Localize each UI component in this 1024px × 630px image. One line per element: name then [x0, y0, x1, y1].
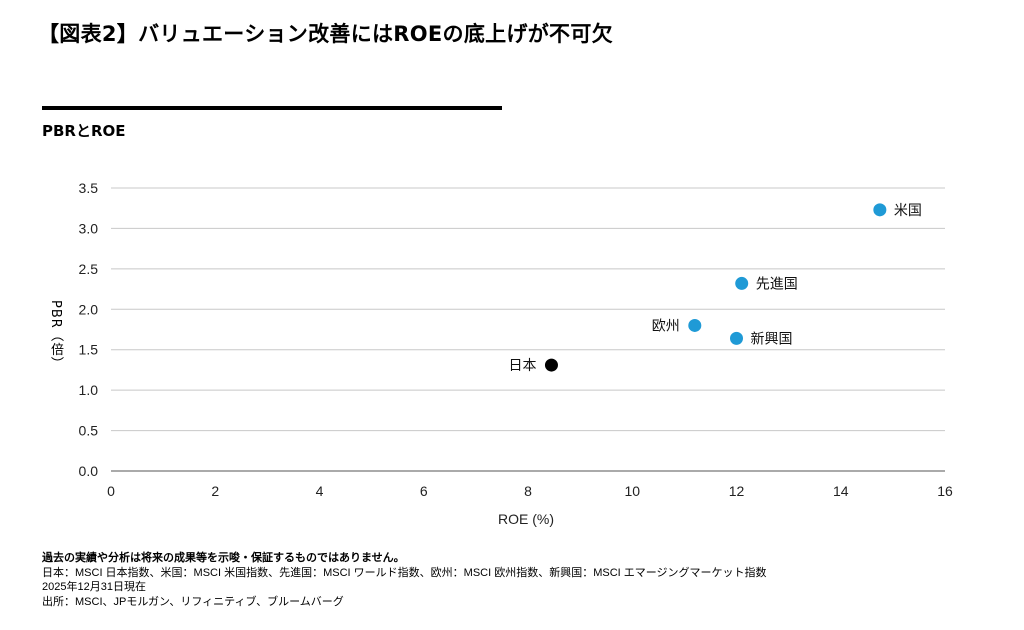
y-axis-label: PBR（倍） [48, 300, 63, 371]
x-tick-label: 10 [624, 483, 640, 499]
x-tick-label: 0 [107, 483, 115, 499]
x-axis-label: ROE (%) [498, 511, 554, 527]
title-divider [42, 106, 502, 110]
data-point-label: 欧州 [652, 318, 680, 334]
data-point [544, 358, 558, 372]
index-note: 日本：MSCI 日本指数、米国：MSCI 米国指数、先進国：MSCI ワールド指… [42, 566, 767, 579]
data-point [873, 203, 887, 217]
source-note: 出所：MSCI、JPモルガン、リフィニティブ、ブルームバーグ [42, 595, 344, 608]
data-point [735, 276, 749, 290]
y-tick-label: 0.0 [79, 463, 99, 479]
data-point [688, 318, 702, 332]
x-tick-label: 8 [524, 483, 532, 499]
y-tick-label: 3.5 [79, 180, 99, 196]
page-title: 【図表2】バリュエーション改善にはROEの底上げが不可欠 [38, 22, 613, 46]
y-tick-label: 2.0 [79, 301, 99, 317]
disclaimer: 過去の実績や分析は将来の成果等を示唆・保証するものではありません。 [42, 552, 405, 564]
y-tick-label: 1.0 [79, 382, 99, 398]
y-tick-label: 3.0 [79, 220, 99, 236]
date-note: 2025年12月31日現在 [42, 581, 146, 593]
x-tick-label: 2 [211, 483, 219, 499]
chart-title: PBRとROE [42, 122, 126, 140]
y-tick-label: 1.5 [79, 342, 99, 358]
footnotes: 過去の実績や分析は将来の成果等を示唆・保証するものではありません。 日本：MSC… [42, 551, 767, 609]
data-point-label: 新興国 [751, 331, 793, 347]
y-tick-label: 2.5 [79, 261, 99, 277]
data-point [730, 331, 743, 345]
data-point-label: 米国 [894, 203, 922, 219]
x-tick-label: 12 [729, 483, 745, 499]
x-tick-label: 4 [316, 483, 324, 499]
data-point-label: 日本 [508, 358, 536, 374]
y-tick-label: 0.5 [79, 423, 99, 439]
x-tick-label: 6 [420, 483, 428, 499]
x-tick-label: 16 [937, 483, 953, 499]
data-point-label: 先進国 [756, 276, 798, 292]
x-tick-label: 14 [833, 483, 849, 499]
